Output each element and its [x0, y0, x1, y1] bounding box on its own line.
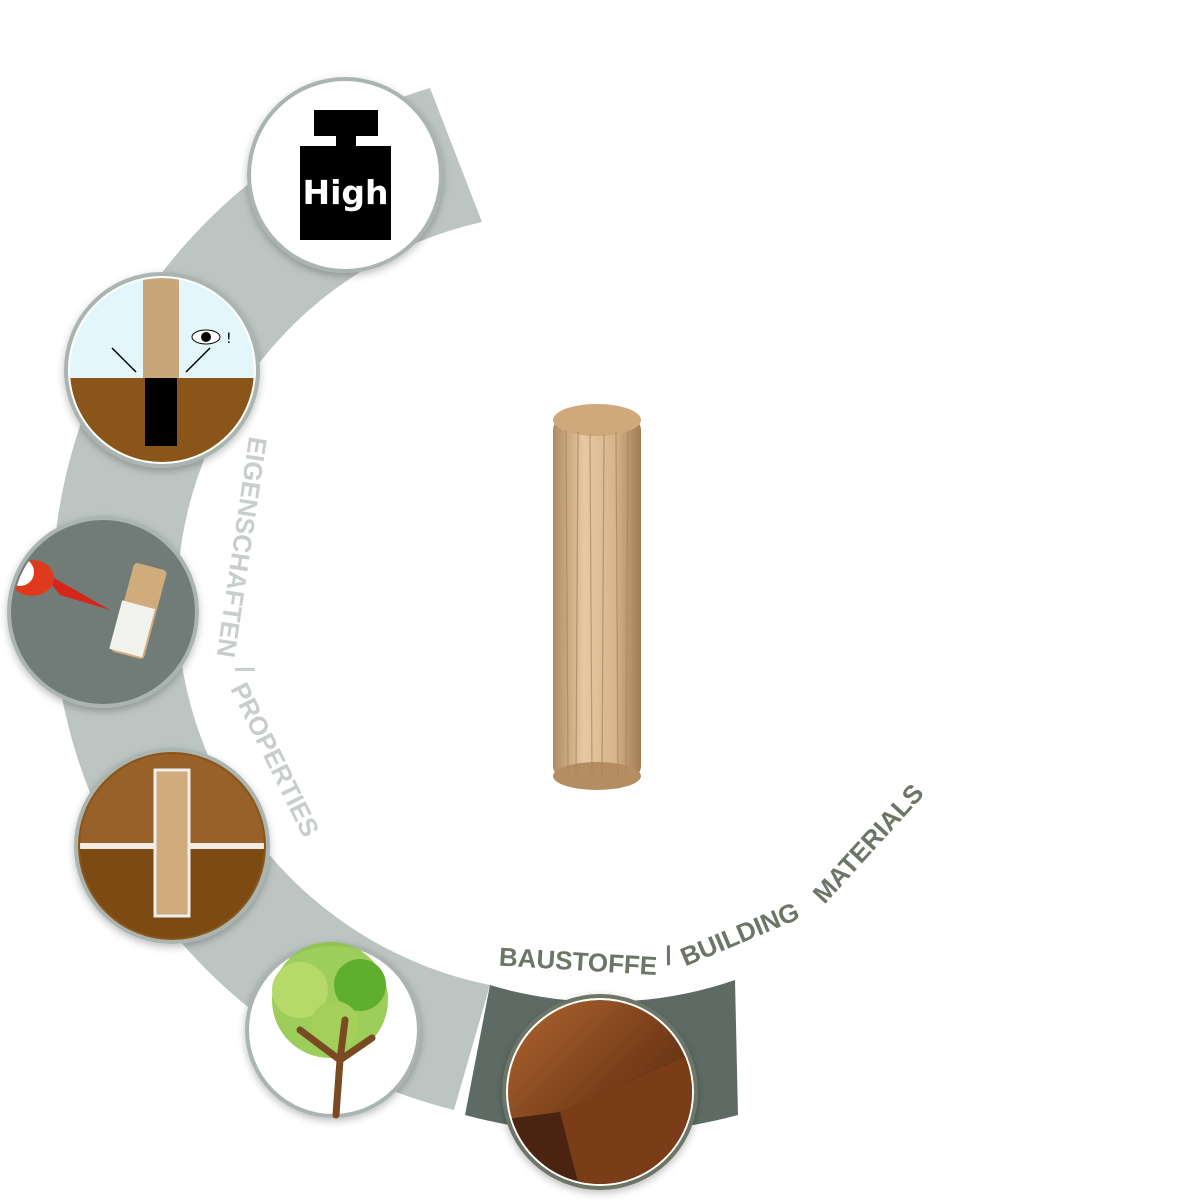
weight-high-icon: High [247, 77, 443, 273]
glue-bottle-icon [7, 516, 199, 708]
eye-alert-mark: ! [226, 331, 232, 347]
arc-label-word: / [662, 940, 675, 971]
arc-label-word: EIGENSCHAFTEN [211, 435, 273, 659]
load-badge-text: High [302, 173, 388, 212]
arc-label-word: BAUSTOFFE [498, 942, 658, 982]
wooden-dowel [553, 404, 641, 790]
arc-label-word: MATERIALS [807, 778, 930, 909]
arc-label-word: BUILDING [676, 896, 804, 972]
wood-block-icon [502, 994, 698, 1190]
tree-icon [245, 942, 421, 1119]
arc-label-word: / [229, 663, 260, 676]
